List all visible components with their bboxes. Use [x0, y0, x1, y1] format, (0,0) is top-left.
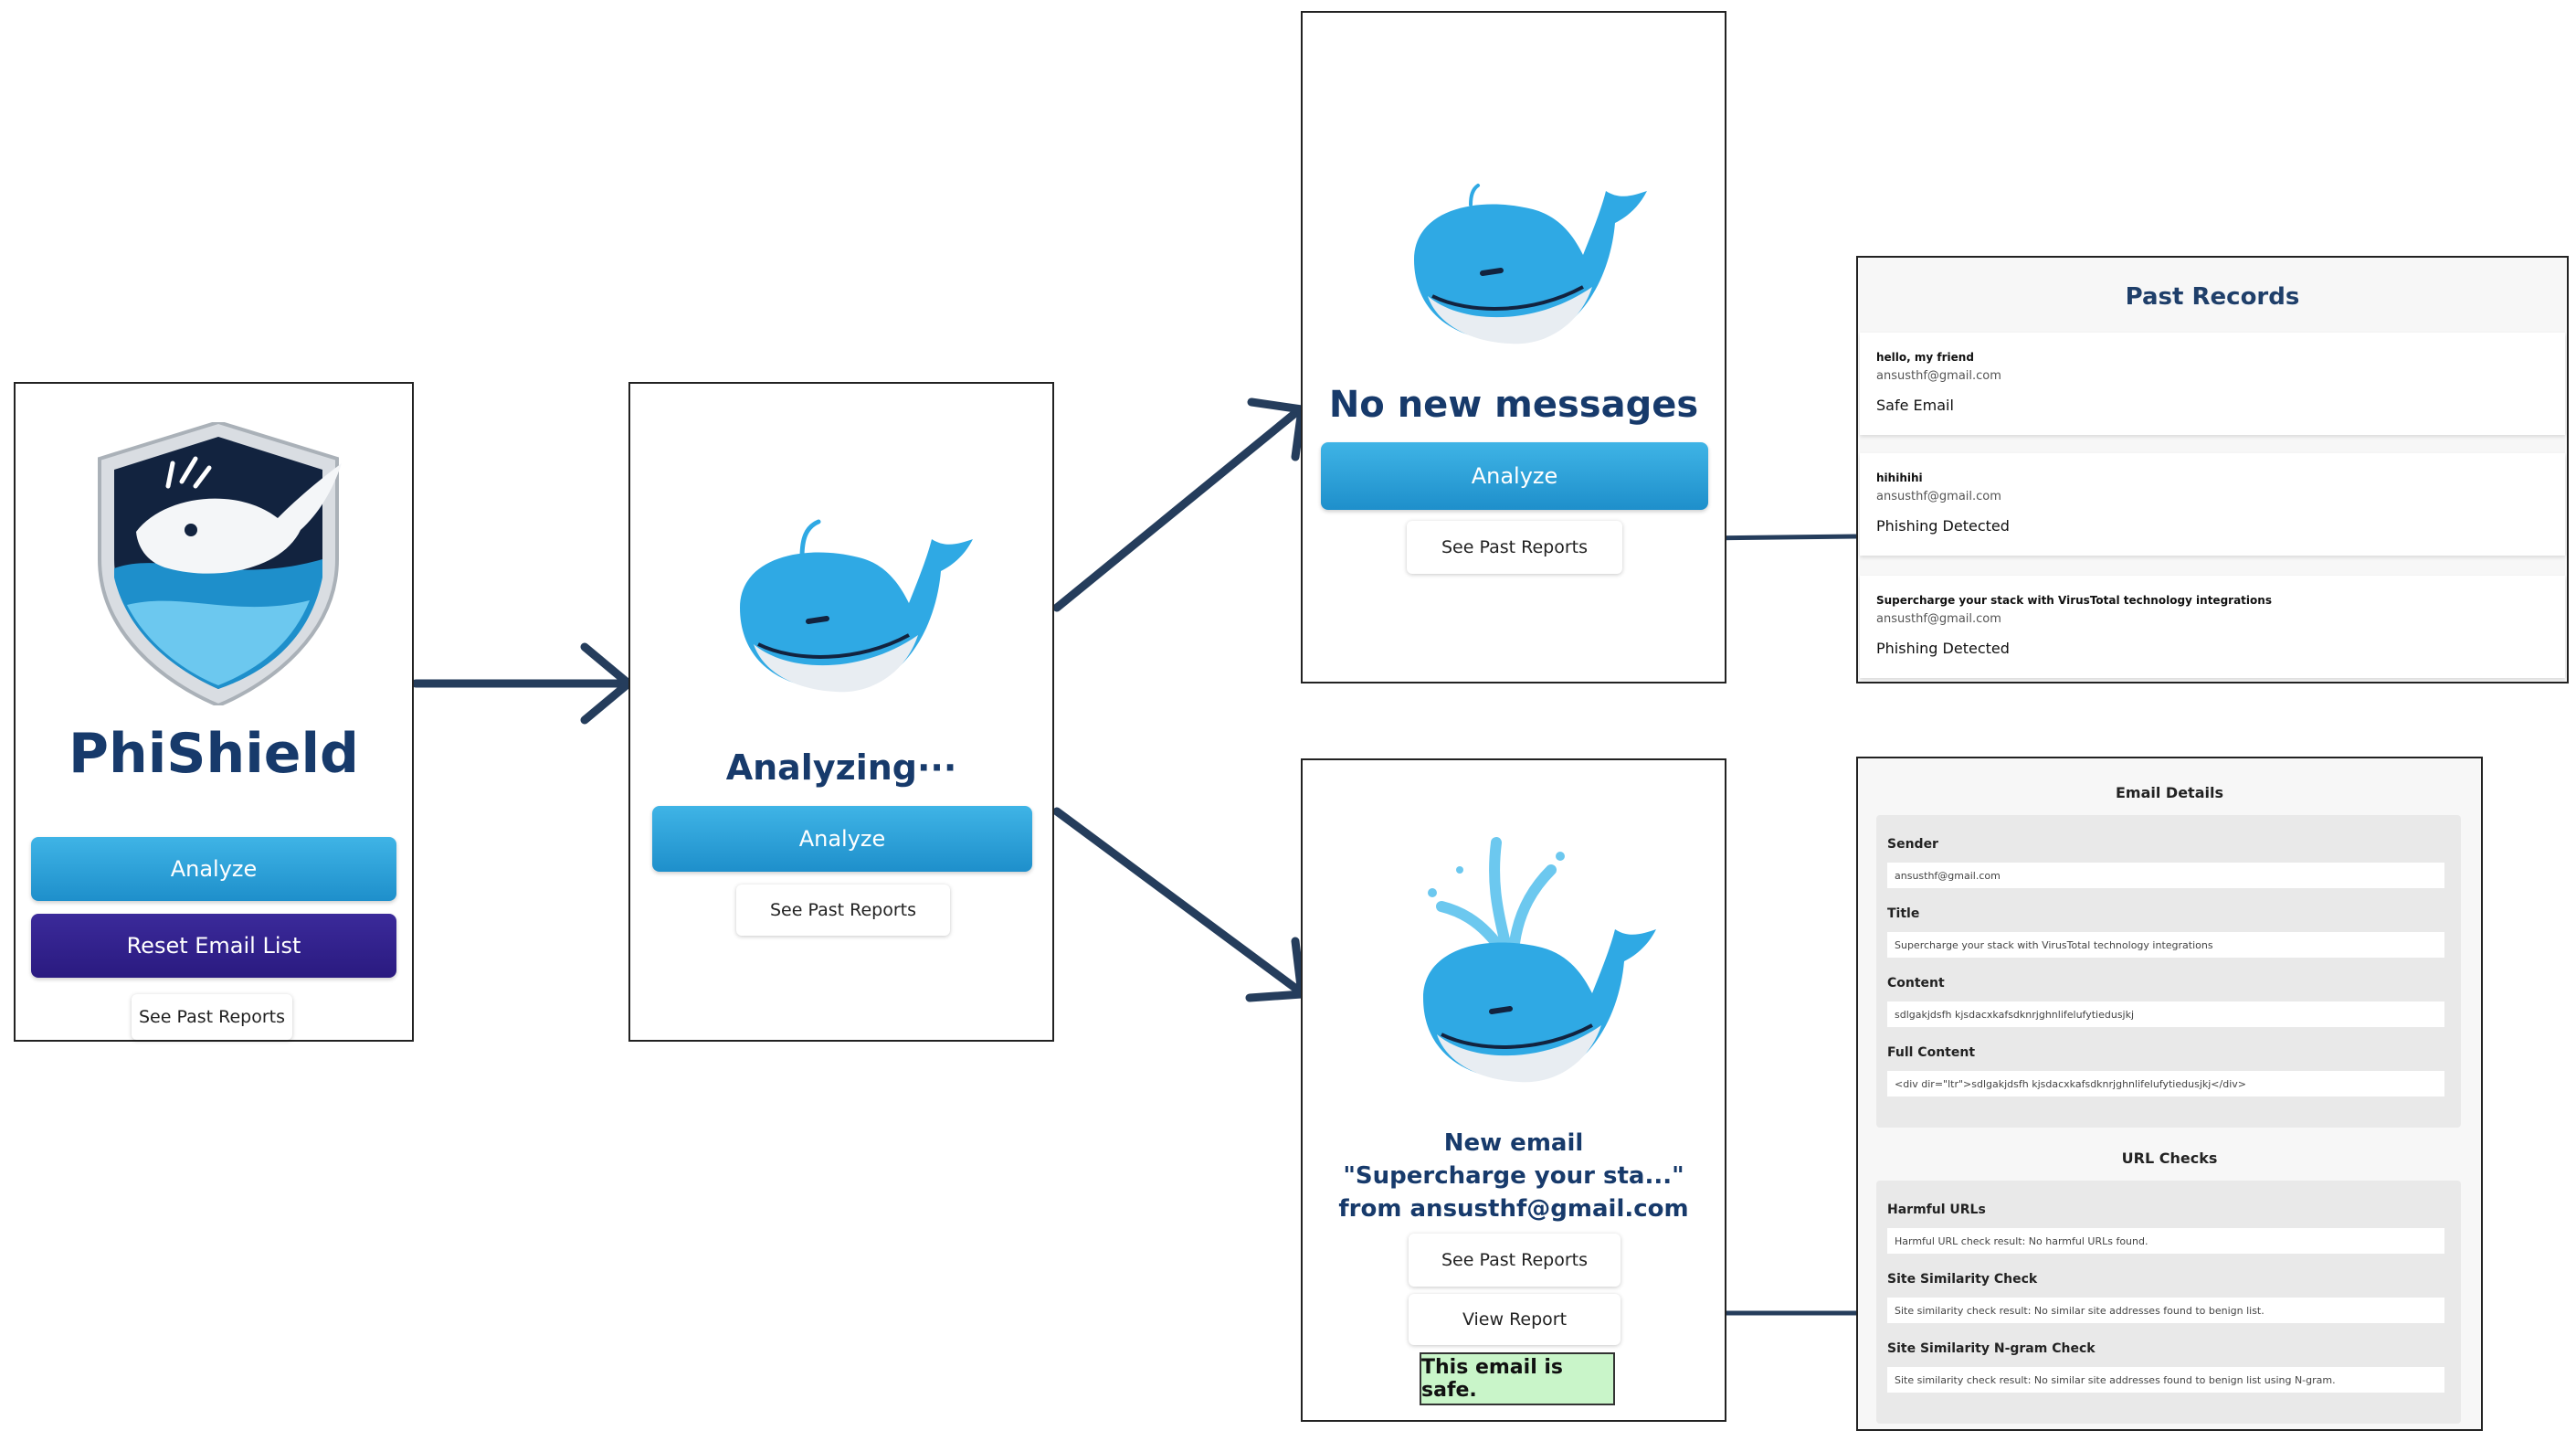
sender-label: Sender — [1887, 837, 1938, 852]
analyze-button[interactable]: Analyze — [1321, 442, 1708, 510]
content-label: Content — [1887, 976, 1945, 991]
record-subject: hihihihi — [1876, 472, 1923, 484]
record-result: Phishing Detected — [1876, 640, 2010, 657]
arrow-3 — [1052, 807, 1304, 996]
title-label: Title — [1887, 906, 1920, 921]
panel-new-email: New email "Supercharge your sta..." from… — [1301, 758, 1726, 1422]
see-past-reports-button[interactable]: See Past Reports — [736, 885, 950, 936]
whale-icon — [740, 519, 973, 693]
record-item[interactable]: Supercharge your stack with VirusTotal t… — [1860, 576, 2565, 678]
harmful-urls-field[interactable]: Harmful URL check result: No harmful URL… — [1887, 1228, 2444, 1254]
app-title: PhiShield — [69, 722, 359, 786]
whale-spouting-icon — [1423, 837, 1656, 1083]
title-field[interactable]: Supercharge your stack with VirusTotal t… — [1887, 932, 2444, 958]
full-content-field[interactable]: <div dir="ltr">sdlgakjdsfh kjsdacxkafsdk… — [1887, 1071, 2444, 1097]
no-messages-status: No new messages — [1328, 384, 1699, 426]
email-details-panel: Email Details Sender ansusthf@gmail.com … — [1856, 757, 2483, 1431]
view-report-button[interactable]: View Report — [1409, 1294, 1621, 1345]
see-past-reports-button[interactable]: See Past Reports — [1407, 521, 1622, 574]
url-checks-section: Harmful URLs Harmful URL check result: N… — [1876, 1181, 2461, 1424]
phishield-logo-icon — [98, 422, 342, 705]
safe-email-badge: This email is safe. — [1420, 1352, 1615, 1405]
site-similarity-label: Site Similarity Check — [1887, 1272, 2038, 1287]
past-records-title: Past Records — [2125, 283, 2300, 311]
sender-field[interactable]: ansusthf@gmail.com — [1887, 863, 2444, 888]
past-records-panel: Past Records hello, my friend ansusthf@g… — [1856, 256, 2569, 683]
whale-icon — [1414, 184, 1647, 344]
reset-email-list-button[interactable]: Reset Email List — [31, 914, 396, 978]
record-sender: ansusthf@gmail.com — [1876, 490, 2001, 503]
site-similarity-field[interactable]: Site similarity check result: No similar… — [1887, 1298, 2444, 1323]
see-past-reports-button[interactable]: See Past Reports — [132, 994, 292, 1040]
arrow-2 — [1052, 405, 1304, 612]
full-content-label: Full Content — [1887, 1045, 1976, 1060]
analyze-button[interactable]: Analyze — [31, 837, 396, 901]
content-field[interactable]: sdlgakjdsfh kjsdacxkafsdknrjghnlifelufyt… — [1887, 1001, 2444, 1027]
panel-home: PhiShield Analyze Reset Email List See P… — [14, 382, 414, 1042]
analyzing-status: Analyzing··· — [725, 747, 957, 788]
record-result: Safe Email — [1876, 397, 1954, 414]
record-result: Phishing Detected — [1876, 517, 2010, 535]
ngram-check-label: Site Similarity N-gram Check — [1887, 1341, 2096, 1356]
record-subject: Supercharge your stack with VirusTotal t… — [1876, 594, 2272, 607]
see-past-reports-button[interactable]: See Past Reports — [1409, 1234, 1621, 1287]
new-email-line-1: New email — [1443, 1129, 1584, 1157]
new-email-subject: "Supercharge your sta..." — [1343, 1162, 1684, 1190]
record-sender: ansusthf@gmail.com — [1876, 369, 2001, 383]
analyze-button[interactable]: Analyze — [652, 806, 1032, 872]
new-email-sender: from ansusthf@gmail.com — [1338, 1195, 1689, 1223]
record-item[interactable]: hello, my friend ansusthf@gmail.com Safe… — [1860, 333, 2565, 435]
email-details-section: Sender ansusthf@gmail.com Title Supercha… — [1876, 815, 2461, 1128]
panel-no-new-messages: No new messages Analyze See Past Reports — [1301, 11, 1726, 683]
record-item[interactable]: hihihihi ansusthf@gmail.com Phishing Det… — [1860, 453, 2565, 556]
email-details-title: Email Details — [2115, 784, 2223, 801]
record-subject: hello, my friend — [1876, 351, 1974, 364]
url-checks-title: URL Checks — [2121, 1150, 2218, 1167]
record-sender: ansusthf@gmail.com — [1876, 612, 2001, 626]
harmful-urls-label: Harmful URLs — [1887, 1203, 1986, 1217]
ngram-check-field[interactable]: Site similarity check result: No similar… — [1887, 1367, 2444, 1393]
panel-analyzing: Analyzing··· Analyze See Past Reports — [628, 382, 1054, 1042]
